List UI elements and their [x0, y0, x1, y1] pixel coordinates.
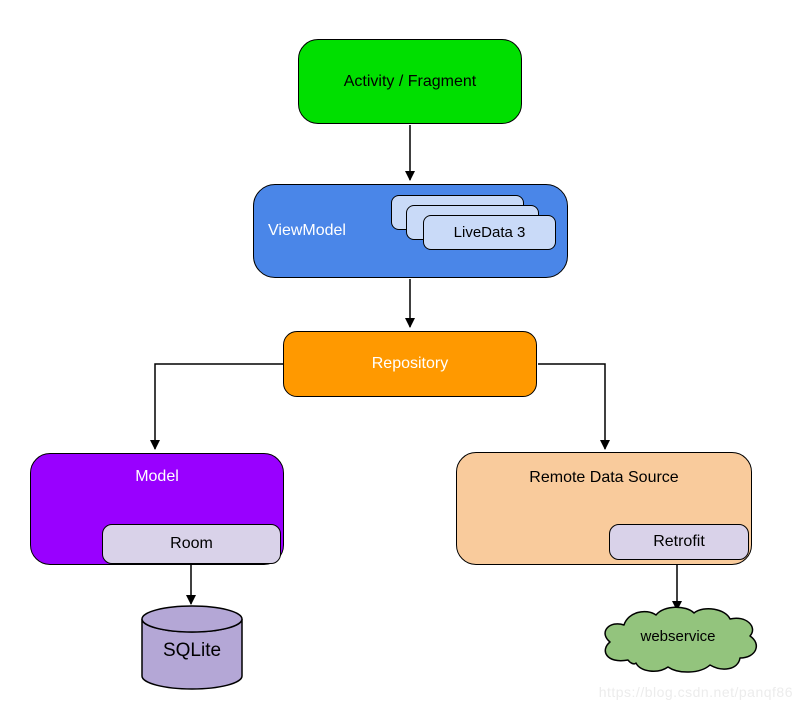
- webservice-cloud: [604, 606, 758, 673]
- node-activity-fragment: Activity / Fragment: [298, 39, 522, 124]
- activity-fragment-label: Activity / Fragment: [343, 72, 477, 90]
- watermark: https://blog.csdn.net/panqf86: [598, 684, 793, 700]
- model-label: Model: [135, 468, 179, 485]
- node-room: Room: [102, 524, 281, 564]
- sqlite-cylinder: [141, 605, 243, 690]
- node-viewmodel: ViewModel LiveData 3: [253, 184, 568, 278]
- livedata-card-front: LiveData 3: [423, 215, 556, 250]
- node-retrofit: Retrofit: [609, 524, 749, 560]
- node-remote-data-source: Remote Data Source Retrofit: [456, 452, 752, 565]
- node-repository: Repository: [283, 331, 537, 397]
- retrofit-label: Retrofit: [653, 533, 705, 550]
- room-label: Room: [170, 535, 213, 552]
- viewmodel-label: ViewModel: [268, 222, 346, 239]
- livedata-label: LiveData 3: [453, 224, 526, 241]
- edge-repository-to-model: [150, 363, 283, 450]
- remote-data-source-label: Remote Data Source: [529, 469, 679, 486]
- node-model: Model Room: [30, 453, 284, 565]
- repository-label: Repository: [371, 355, 449, 372]
- edge-repository-to-remote: [538, 363, 610, 450]
